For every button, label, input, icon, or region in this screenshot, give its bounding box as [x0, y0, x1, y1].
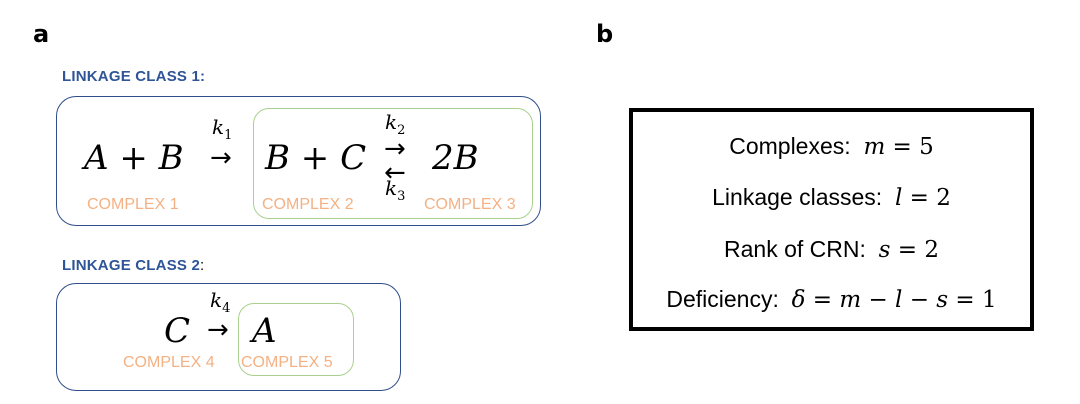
- linkage-class-2-title: LINKAGE CLASS 2:: [62, 257, 204, 274]
- complex-5-box: [238, 303, 354, 376]
- rate-k3-symbol: k: [385, 176, 398, 200]
- complex-5-species: A: [252, 311, 277, 351]
- complexes-label: Complexes:: [729, 133, 851, 159]
- linkage-class-2-colon: :: [200, 257, 205, 274]
- complex-2-species: B + C: [265, 138, 367, 178]
- complex-3-species: 2B: [432, 138, 479, 178]
- rank-line: Rank of CRN: s = 2: [633, 236, 1030, 263]
- rate-k1-symbol: k: [212, 115, 225, 139]
- rate-k4-symbol: k: [210, 288, 223, 312]
- complex-2-3-box: [253, 108, 533, 219]
- complex-2-label: COMPLEX 2: [262, 196, 354, 213]
- complex-4-species: C: [164, 311, 191, 351]
- rate-k2-symbol: k: [385, 110, 398, 134]
- deficiency-label: Deficiency:: [666, 286, 779, 312]
- rate-constant-k2: k2: [385, 110, 405, 138]
- rank-symbol: s: [878, 237, 891, 263]
- deficiency-value: = 1: [948, 287, 997, 313]
- rank-value: = 2: [890, 237, 939, 263]
- rate-constant-k1: k1: [212, 115, 232, 143]
- rate-k3-subscript: 3: [397, 189, 406, 204]
- linkage-classes-line: Linkage classes: l = 2: [633, 184, 1030, 211]
- complex-1-label: COMPLEX 1: [87, 196, 179, 213]
- rate-constant-k3: k3: [385, 176, 405, 204]
- linkage-class-1-title: LINKAGE CLASS 1:: [62, 68, 205, 85]
- complex-4-label: COMPLEX 4: [123, 354, 215, 371]
- panel-b-label: b: [596, 20, 614, 48]
- linkage-classes-symbol: l: [894, 185, 903, 211]
- crn-properties-box: Complexes: m = 5 Linkage classes: l = 2 …: [629, 108, 1034, 331]
- linkage-classes-value: = 2: [902, 185, 951, 211]
- complex-3-label: COMPLEX 3: [424, 196, 516, 213]
- forward-arrow-1: →: [210, 143, 232, 173]
- linkage-class-1-colon: :: [200, 68, 206, 85]
- deficiency-line: Deficiency: δ = m − l − s = 1: [633, 286, 1030, 313]
- deficiency-formula: δ = m − l − s: [791, 287, 949, 313]
- linkage-class-2-title-text: LINKAGE CLASS 2: [62, 257, 201, 274]
- complexes-value: = 5: [885, 134, 934, 160]
- rate-k1-subscript: 1: [224, 128, 233, 143]
- rank-label: Rank of CRN:: [724, 236, 866, 262]
- linkage-class-2-box: [56, 283, 401, 391]
- complex-1-species: A + B: [84, 138, 184, 178]
- complexes-line: Complexes: m = 5: [633, 133, 1030, 160]
- linkage-classes-label: Linkage classes:: [712, 184, 883, 210]
- panel-a-label: a: [33, 20, 50, 48]
- reverse-arrow-3: ←: [384, 158, 406, 188]
- linkage-class-1-title-text: LINKAGE CLASS 1: [62, 68, 201, 85]
- linkage-class-1-box: [56, 96, 541, 226]
- forward-arrow-2: →: [384, 134, 406, 164]
- forward-arrow-4: →: [207, 315, 229, 345]
- rate-constant-k4: k4: [210, 288, 230, 316]
- rate-k2-subscript: 2: [397, 123, 406, 138]
- rate-k4-subscript: 4: [222, 301, 231, 316]
- complexes-symbol: m: [863, 134, 886, 160]
- complex-5-label: COMPLEX 5: [241, 354, 333, 371]
